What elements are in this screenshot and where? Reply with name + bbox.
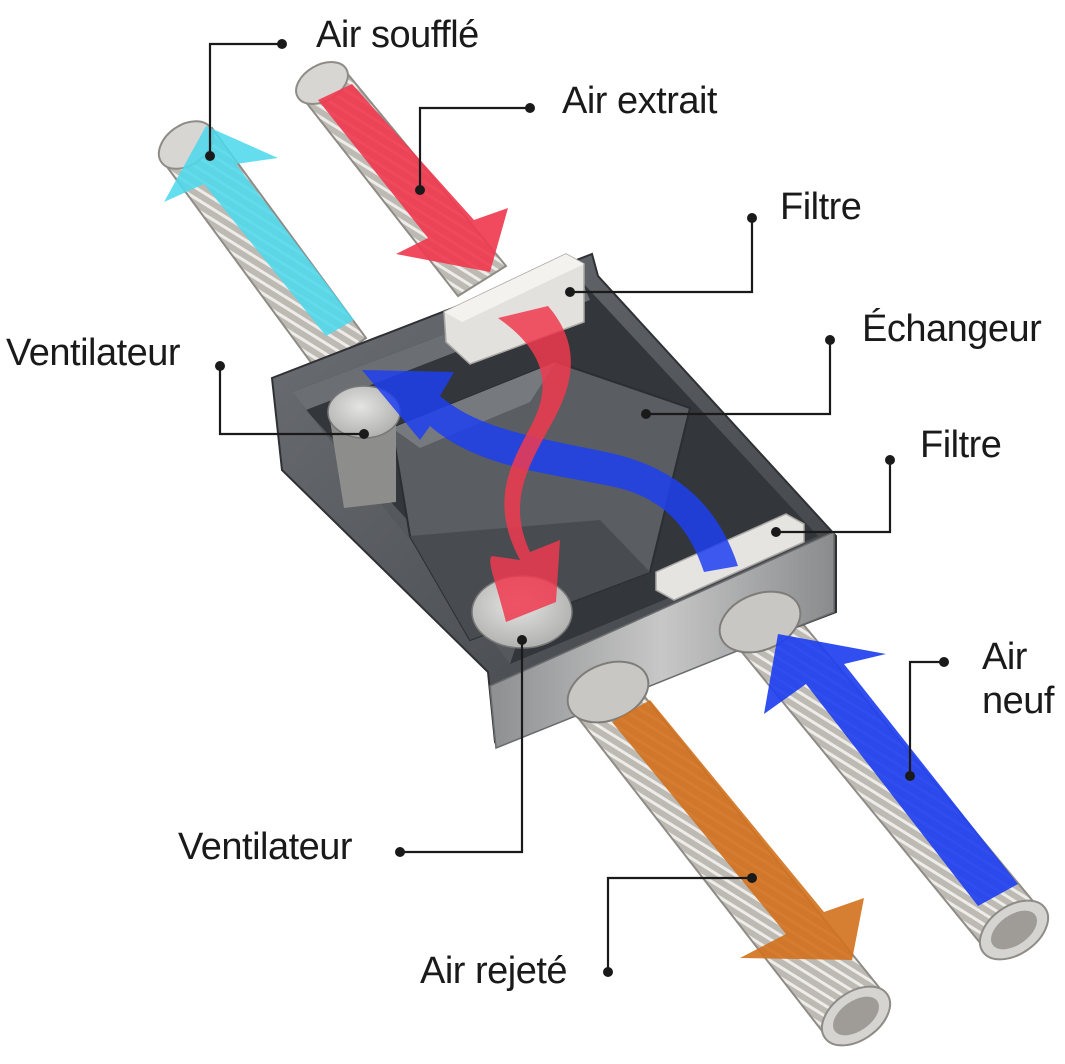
leader-air-souffle [208,42,282,156]
arrow-air-extrait [318,84,508,272]
leader-ventilateur-bottom [400,640,524,854]
label-air-extrait: Air extrait [562,80,717,122]
leader-ventilateur-left [218,366,364,436]
arrow-air-extrait-internal [490,306,571,622]
leader-filtre-top [570,218,754,294]
label-air-neuf-line1: Air [982,636,1027,678]
label-echangeur: Échangeur [862,308,1042,350]
leader-filtre-right [776,460,892,534]
leader-air-rejete [606,876,752,972]
label-filtre-right: Filtre [920,424,1002,466]
arrow-air-rejete [612,700,864,960]
filter-top [443,253,585,365]
label-air-neuf-line2: neuf [982,680,1054,722]
leader-echangeur [646,340,832,416]
leader-lines [205,39,949,977]
airflow-arrows [164,84,1018,960]
label-filtre-top: Filtre [780,186,862,228]
leader-air-extrait [418,106,530,190]
leader-air-neuf [908,660,944,776]
arrow-air-souffle [164,126,354,336]
arrow-air-neuf-internal [362,370,738,572]
label-air-souffle: Air soufflé [316,14,479,56]
label-ventilateur-left: Ventilateur [6,332,181,374]
label-ventilateur-bottom: Ventilateur [178,826,353,868]
arrow-air-neuf [764,634,1018,906]
label-air-rejete: Air rejeté [420,950,568,992]
